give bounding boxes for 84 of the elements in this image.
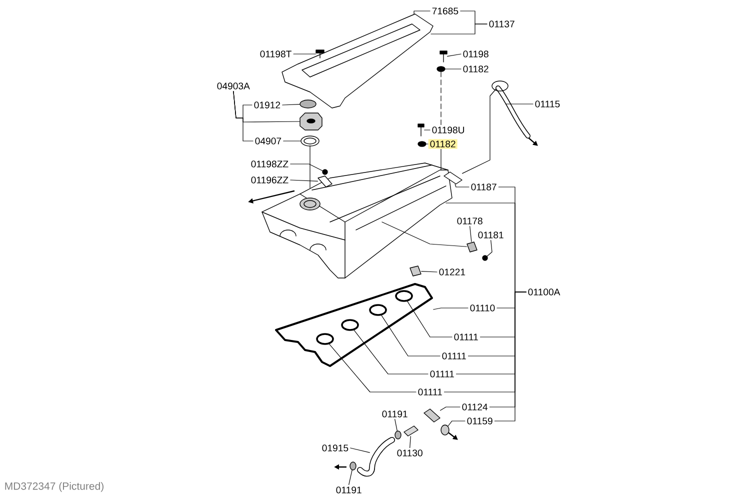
grommet-drawing	[440, 424, 450, 436]
bolt-drawing	[440, 50, 448, 62]
leader-line	[440, 72, 442, 126]
leader-line	[445, 68, 462, 70]
part-number: 01130	[397, 450, 422, 456]
part-number: 01198ZZ	[251, 160, 288, 168]
leader-line	[430, 24, 488, 34]
clamp-drawing	[394, 430, 402, 440]
part-number: 01198	[463, 50, 488, 58]
part-number: 01178	[457, 218, 482, 224]
block-drawing	[410, 266, 422, 276]
part-number: 04903A	[217, 82, 250, 90]
part-number: 04907	[255, 138, 282, 144]
o-ring-drawing	[300, 136, 320, 146]
alignment-line	[382, 222, 467, 247]
part-number: 01221	[439, 268, 466, 276]
caption: MD372347 (Pictured)	[5, 482, 104, 492]
leader-line	[350, 448, 370, 453]
valve-drawing	[404, 426, 418, 436]
part-number: 01100A	[528, 288, 560, 296]
leader-line	[290, 164, 323, 172]
bolt-drawing	[418, 124, 424, 136]
leader-line	[233, 90, 300, 122]
gasket-drawing	[275, 283, 433, 367]
bracket-line	[494, 292, 526, 422]
part-number: 01196ZZ	[251, 176, 288, 184]
clamp-drawing	[350, 462, 356, 470]
part-number: 01198T	[260, 50, 292, 58]
leader-line	[486, 240, 492, 256]
leader-line	[440, 148, 442, 170]
part-number: 01912	[254, 102, 280, 108]
part-number: 01115	[535, 100, 560, 108]
alignment-line	[462, 88, 496, 174]
hose-drawing	[357, 437, 395, 477]
part-number: 01191	[382, 410, 408, 418]
part-number: 01110	[470, 304, 495, 312]
part-number: 01111	[418, 388, 442, 396]
hose-drawing	[492, 80, 530, 138]
part-number: 01137	[489, 20, 514, 28]
seal-disc-drawing	[300, 100, 316, 108]
leader-line	[448, 420, 466, 426]
valve-drawing	[424, 408, 440, 422]
washer-drawing	[418, 141, 426, 147]
leader-line	[282, 104, 300, 106]
pin-drawing	[444, 172, 462, 184]
part-number: 01181	[478, 232, 504, 238]
seal-ring-drawing	[341, 319, 359, 331]
clip-drawing	[466, 242, 478, 252]
bolt-drawing	[316, 50, 324, 58]
part-number: 01198U	[432, 126, 464, 134]
part-number: 01187	[471, 184, 496, 190]
leader-line	[454, 184, 470, 188]
part-number: 01111	[430, 370, 454, 378]
bolt-drawing	[322, 169, 328, 175]
seal-ring-drawing	[395, 290, 413, 302]
washer-drawing	[436, 66, 446, 72]
leader-line	[329, 344, 416, 392]
leader-line	[394, 418, 398, 432]
leader-line	[447, 54, 462, 57]
seal-ring-drawing	[316, 333, 334, 345]
part-number: 01111	[442, 352, 466, 360]
leader-line	[421, 270, 438, 272]
leader-line	[348, 470, 352, 486]
leader-line	[414, 10, 430, 14]
part-number: 01159	[467, 418, 492, 424]
leader-line	[410, 436, 411, 448]
part-number: 01111	[454, 334, 478, 340]
leader-line	[381, 315, 440, 356]
part-number: 01182	[428, 139, 458, 149]
leader-line	[440, 406, 460, 411]
part-number: 01915	[322, 444, 348, 452]
part-number: 01191	[336, 486, 362, 494]
part-number: 01182	[463, 66, 488, 72]
leader-line	[433, 308, 468, 310]
leader-line	[290, 180, 318, 182]
oil-cap-drawing	[300, 112, 322, 130]
seal-ring-drawing	[369, 304, 387, 316]
part-number: 01124	[462, 404, 488, 410]
bolt-drawing	[482, 255, 488, 261]
leader-line	[283, 140, 301, 142]
leader-line	[470, 226, 472, 242]
seal-drawing	[318, 176, 332, 188]
leader-line	[354, 330, 428, 374]
part-number: 71685	[432, 8, 458, 14]
